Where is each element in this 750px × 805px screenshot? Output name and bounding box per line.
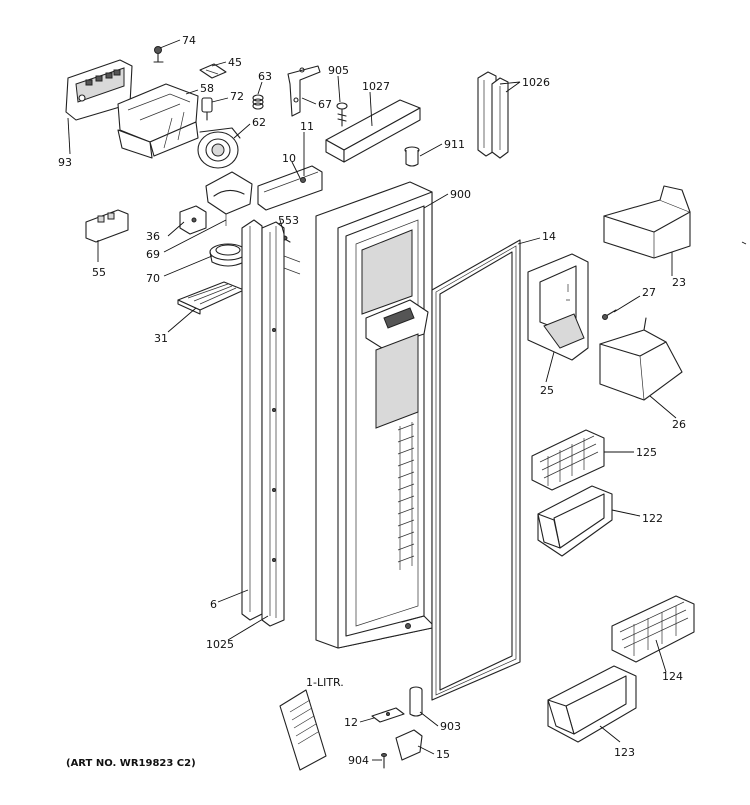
label-58: 58 — [200, 82, 214, 95]
label-1-litr: 1-LITR. — [306, 676, 344, 689]
label-15: 15 — [436, 748, 450, 761]
label-12: 12 — [344, 716, 358, 729]
shelf-124 — [611, 595, 695, 663]
shelf-123 — [547, 665, 637, 743]
seal-70 — [209, 243, 247, 267]
label-67: 67 — [318, 98, 332, 111]
actuator-72 — [201, 97, 213, 121]
label-125: 125 — [636, 446, 657, 459]
label-93: 93 — [58, 156, 72, 169]
label-553: 553 — [278, 214, 299, 227]
label-23: 23 — [672, 276, 686, 289]
label-45: 45 — [228, 56, 242, 69]
label-905: 905 — [328, 64, 349, 77]
label-900: 900 — [450, 188, 471, 201]
label-55: 55 — [92, 266, 106, 279]
label-63: 63 — [258, 70, 272, 83]
label-1025: 1025 — [206, 638, 234, 651]
label-904: 904 — [348, 754, 369, 767]
shelf-122 — [537, 485, 613, 557]
bushing-911 — [404, 146, 420, 167]
label-27: 27 — [642, 286, 656, 299]
edge-mark — [741, 241, 747, 245]
label-903: 903 — [440, 720, 461, 733]
label-70: 70 — [146, 272, 160, 285]
bracket-45 — [199, 63, 227, 79]
label-10: 10 — [282, 152, 296, 165]
part-labels: 74 45 58 63 72 67 905 1027 1026 93 62 11… — [58, 34, 686, 769]
shelf-125 — [531, 429, 605, 491]
module-55 — [85, 209, 129, 243]
spring-63 — [252, 94, 264, 110]
nozzle-903 — [409, 686, 423, 717]
label-122: 122 — [642, 512, 663, 525]
cover-1027 — [325, 99, 421, 163]
bin-26 — [599, 317, 683, 401]
lever-67 — [287, 65, 321, 117]
door-900 — [315, 181, 433, 649]
flap-69 — [205, 171, 253, 226]
screw-904 — [381, 753, 387, 769]
label-25: 25 — [540, 384, 554, 397]
bin-23 — [603, 185, 691, 259]
label-1026: 1026 — [522, 76, 550, 89]
gasket-14 — [431, 239, 521, 701]
motor-62 — [197, 127, 241, 169]
label-124: 124 — [662, 670, 683, 683]
switch-74 — [153, 46, 164, 63]
label-14: 14 — [542, 230, 556, 243]
label-911: 911 — [444, 138, 465, 151]
dispenser-bin-25 — [527, 253, 589, 361]
clip-36 — [179, 205, 207, 235]
leader-lines — [67, 39, 677, 761]
art-number: (ART NO. WR19823 C2) — [66, 758, 196, 769]
label-36: 36 — [146, 230, 160, 243]
label-11: 11 — [300, 120, 314, 133]
dispenser-cover-93 — [65, 59, 133, 121]
bracket-11 — [257, 165, 323, 211]
handle-trim-6 — [241, 219, 263, 621]
screw-905 — [336, 102, 348, 127]
screw-27 — [602, 309, 617, 320]
label-62: 62 — [252, 116, 266, 129]
label-1027: 1027 — [362, 80, 390, 93]
label-26: 26 — [672, 418, 686, 431]
label-69: 69 — [146, 248, 160, 261]
label-123: 123 — [614, 746, 635, 759]
door-shelf-slots — [397, 422, 415, 570]
handle-trim-1025 — [261, 221, 285, 627]
cap-15 — [395, 729, 423, 761]
bracket-12 — [371, 707, 405, 723]
housing-58 — [117, 83, 199, 159]
grille-31 — [177, 281, 245, 315]
label-6: 6 — [210, 598, 217, 611]
trim-1026 — [477, 71, 509, 159]
literature-booklet — [279, 689, 327, 771]
label-31: 31 — [154, 332, 168, 345]
label-74: 74 — [182, 34, 196, 47]
label-72: 72 — [230, 90, 244, 103]
